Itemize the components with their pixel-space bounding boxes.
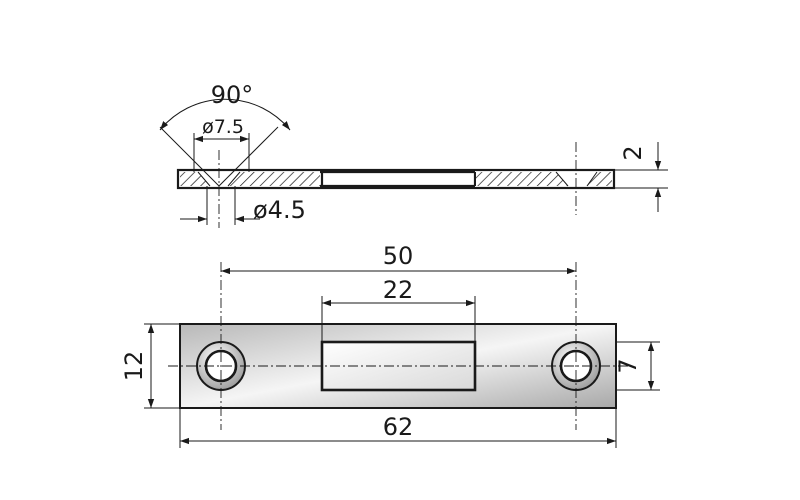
angle-line: [218, 126, 279, 187]
angle-line: [159, 126, 220, 187]
section-hatch-right: [476, 172, 568, 186]
hole-spacing-label: 50: [383, 242, 414, 270]
overall-length-label: 62: [383, 413, 414, 441]
countersink-left: [197, 171, 241, 187]
hole-diameter-label: ø4.5: [253, 196, 306, 224]
countersink-diameter-label: ø7.5: [202, 116, 244, 138]
angle-arc: [159, 98, 291, 131]
countersink-angle-label: 90°: [211, 81, 254, 109]
countersink-right: [555, 171, 598, 187]
section-hatch-left: [228, 172, 320, 186]
width-label: 12: [120, 351, 148, 382]
slot-width-label: 7: [614, 358, 642, 373]
section-view: 90° ø7.5 ø4.5 2: [159, 81, 668, 228]
plan-view: 50 22 62 12 7: [120, 242, 660, 448]
section-hatch-right-outer: [587, 172, 612, 186]
web-slot: [322, 174, 473, 184]
thickness-label: 2: [619, 145, 647, 160]
section-hatch-left-outer: [180, 172, 210, 186]
section-outline: [176, 168, 616, 190]
slot-length-label: 22: [383, 276, 414, 304]
